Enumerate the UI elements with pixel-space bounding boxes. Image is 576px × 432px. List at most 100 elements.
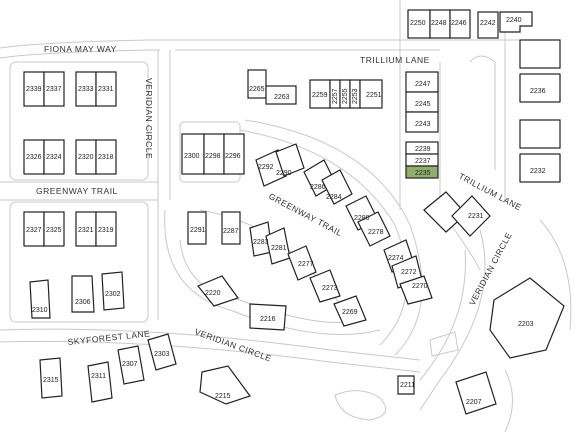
lot-2315 — [39, 357, 63, 399]
lot-label-2326: 2326 — [26, 154, 42, 161]
lot-box-a — [519, 39, 561, 69]
lot-label-2242: 2242 — [480, 20, 496, 27]
lot-label-2325: 2325 — [46, 227, 62, 234]
lot-label-2283: 2283 — [253, 239, 269, 246]
lot-label-2286: 2286 — [310, 184, 326, 191]
street-fiona-may-way: FIONA MAY WAY — [44, 44, 117, 54]
street-veridian-circle-bottom: VERIDIAN CIRCLE — [193, 326, 273, 363]
lot-label-2337: 2337 — [46, 86, 62, 93]
lot-label-2296: 2296 — [225, 153, 241, 160]
lot-label-2270: 2270 — [412, 283, 428, 290]
lot-label-2246: 2246 — [451, 20, 467, 27]
lot-label-2302: 2302 — [105, 291, 121, 298]
lot-2324 — [43, 139, 65, 175]
lot-label-2248: 2248 — [431, 20, 447, 27]
lot-label-2324: 2324 — [46, 154, 62, 161]
lot-2220 — [197, 275, 239, 307]
lot-label-2310: 2310 — [32, 307, 48, 314]
lot-2331 — [95, 71, 117, 107]
lot-labels: 2250 2248 2246 2242 2240 2339 2337 2333 … — [26, 17, 546, 406]
lot-label-2278: 2278 — [368, 229, 384, 236]
lot-label-2216: 2216 — [260, 316, 276, 323]
street-greenway-trail-left: GREENWAY TRAIL — [36, 186, 118, 196]
lot-label-2274: 2274 — [388, 255, 404, 262]
lot-2236 — [519, 73, 561, 103]
lot-label-2243: 2243 — [415, 121, 431, 128]
lot-label-2263: 2263 — [274, 94, 290, 101]
lots — [23, 9, 565, 415]
lot-label-2327: 2327 — [26, 227, 42, 234]
lot-label-2307: 2307 — [122, 361, 138, 368]
lot-label-2255: 2255 — [342, 88, 349, 104]
lot-label-2320: 2320 — [78, 154, 94, 161]
lot-label-2250: 2250 — [410, 20, 426, 27]
lot-2319 — [95, 211, 117, 247]
lot-2290 — [275, 143, 305, 177]
lot-label-2253: 2253 — [352, 88, 359, 104]
lot-label-2265: 2265 — [249, 86, 265, 93]
lot-2287 — [221, 211, 241, 245]
street-veridian-circle-left: VERIDIAN CIRCLE — [144, 78, 154, 159]
lot-label-2220: 2220 — [205, 290, 221, 297]
lot-2215 — [199, 365, 251, 405]
lot-2232 — [519, 153, 561, 183]
lot-label-2245: 2245 — [415, 101, 431, 108]
lot-label-2273: 2273 — [322, 285, 338, 292]
lot-label-2290: 2290 — [276, 170, 292, 177]
lot-label-2259: 2259 — [312, 92, 328, 99]
lot-label-2207: 2207 — [466, 399, 482, 406]
lot-label-2277: 2277 — [298, 261, 314, 268]
lot-label-2331: 2331 — [98, 86, 114, 93]
lot-2278 — [357, 211, 391, 247]
lot-label-2292: 2292 — [258, 164, 274, 171]
lot-2337 — [43, 71, 65, 107]
lot-2203 — [489, 277, 565, 359]
lot-box-b — [519, 119, 561, 149]
lot-2263 — [265, 85, 297, 105]
lot-2307 — [117, 345, 145, 385]
street-trillium-lane-top: TRILLIUM LANE — [360, 55, 430, 65]
lot-2211 — [397, 375, 415, 395]
lot-2296 — [223, 133, 245, 175]
lot-label-2257: 2257 — [332, 88, 339, 104]
lot-2231 — [451, 195, 491, 237]
lot-label-2284: 2284 — [326, 194, 342, 201]
lot-2325 — [43, 211, 65, 247]
lot-label-2203: 2203 — [518, 321, 534, 328]
lot-label-2237: 2237 — [415, 158, 431, 165]
lot-label-2303: 2303 — [154, 351, 170, 358]
lot-label-2215: 2215 — [215, 393, 231, 400]
lot-label-2211: 2211 — [400, 382, 415, 389]
lot-label-2311: 2311 — [91, 373, 106, 380]
lot-label-2232: 2232 — [530, 168, 546, 175]
lot-label-2236: 2236 — [530, 88, 546, 95]
lot-label-2231: 2231 — [468, 213, 484, 220]
lot-label-2291: 2291 — [190, 227, 206, 234]
lot-label-2315: 2315 — [43, 377, 59, 384]
lot-label-2298: 2298 — [205, 153, 221, 160]
lot-label-2280: 2280 — [354, 215, 370, 222]
lot-label-2247: 2247 — [415, 81, 431, 88]
lot-2318 — [95, 139, 117, 175]
lot-label-2281: 2281 — [271, 245, 287, 252]
lot-2265 — [247, 69, 267, 99]
lot-2216 — [249, 303, 287, 331]
lot-label-2300: 2300 — [184, 153, 200, 160]
lot-2277 — [287, 245, 317, 281]
lot-2251 — [359, 79, 383, 109]
lot-2302 — [101, 271, 125, 311]
lot-2303 — [147, 333, 177, 371]
lot-label-2235: 2235 — [415, 170, 431, 177]
lot-label-2333: 2333 — [78, 86, 94, 93]
lot-2270 — [399, 275, 433, 305]
lot-label-2306: 2306 — [75, 299, 91, 306]
lot-2273 — [309, 269, 341, 303]
lot-label-2339: 2339 — [26, 86, 42, 93]
lot-label-2318: 2318 — [98, 154, 114, 161]
lot-2269 — [333, 295, 367, 327]
lot-2207 — [455, 371, 497, 415]
lot-2243 — [405, 111, 439, 133]
lot-label-2272: 2272 — [401, 269, 417, 276]
lot-2311 — [87, 361, 113, 403]
